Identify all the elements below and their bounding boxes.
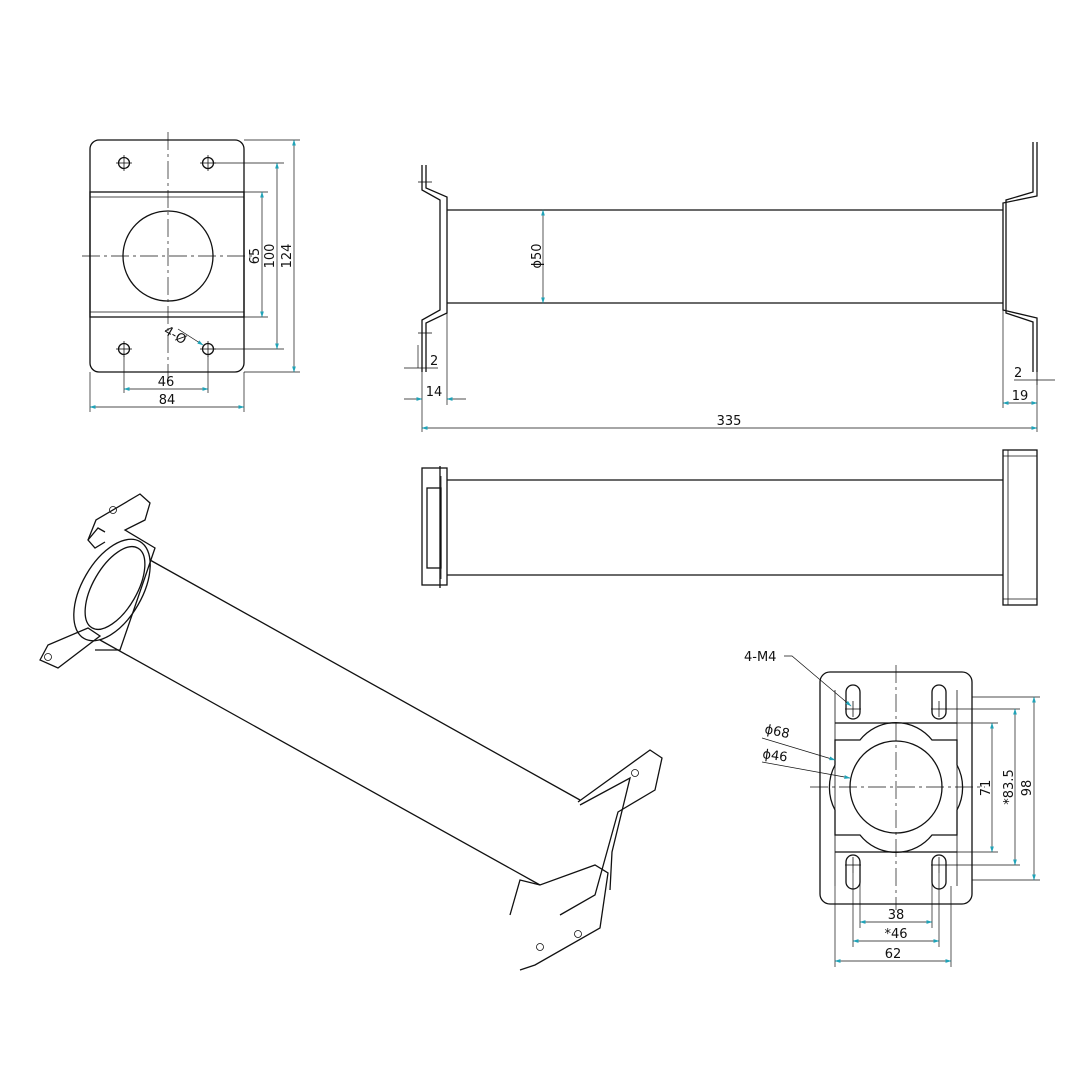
side-dim-tube-diameter: ϕ50 [530,243,545,268]
front-dim-hole-spacing: 46 [158,375,175,390]
front-hole-callout: 4-Ø [161,323,189,348]
front-channel [89,191,245,318]
top-view [421,449,1038,606]
front-dim-hole-vertical: 100 [263,244,278,269]
side-view: ϕ50 2 14 2 19 335 [404,142,1055,432]
end-dim-inner-diameter: ϕ46 [761,747,788,765]
end-dim-hole-vertical: *83.5 [1002,769,1017,804]
top-left-flange [421,467,448,586]
front-mount-holes [116,155,216,357]
end-dim-bore-height: 71 [979,780,994,797]
end-boss-outline [828,722,964,853]
top-right-flange [1002,449,1038,606]
end-dim-height: 98 [1020,780,1035,797]
iso-left-ring-outer [73,538,151,642]
side-left-bracket [421,165,441,372]
end-dim-slot-spacing: 38 [888,908,905,923]
side-dim-overall-length: 335 [717,414,742,429]
end-dim-hole-spacing: *46 [884,927,907,942]
side-dim-right-thickness: 2 [1014,366,1022,381]
side-dim-left-thickness: 2 [430,354,438,369]
isometric-view [39,493,663,971]
front-dim-bore: 65 [248,248,263,265]
end-view: 4-M4 ϕ68 ϕ46 71 *83.5 98 38 *46 [744,650,1040,967]
front-dim-width: 84 [159,393,176,408]
front-dim-height: 124 [280,244,295,269]
side-dim-right-flange: 19 [1012,389,1029,404]
front-view: 4-Ø 46 84 65 100 124 [82,132,300,412]
end-thread-callout: 4-M4 [744,650,776,665]
side-dim-left-flange: 14 [426,385,443,400]
end-dim-width: 62 [885,947,902,962]
end-slotted-holes [845,684,947,890]
end-dim-outer-diameter: ϕ68 [763,722,791,742]
side-right-bracket [1005,142,1034,372]
iso-right-bracket [559,749,663,916]
